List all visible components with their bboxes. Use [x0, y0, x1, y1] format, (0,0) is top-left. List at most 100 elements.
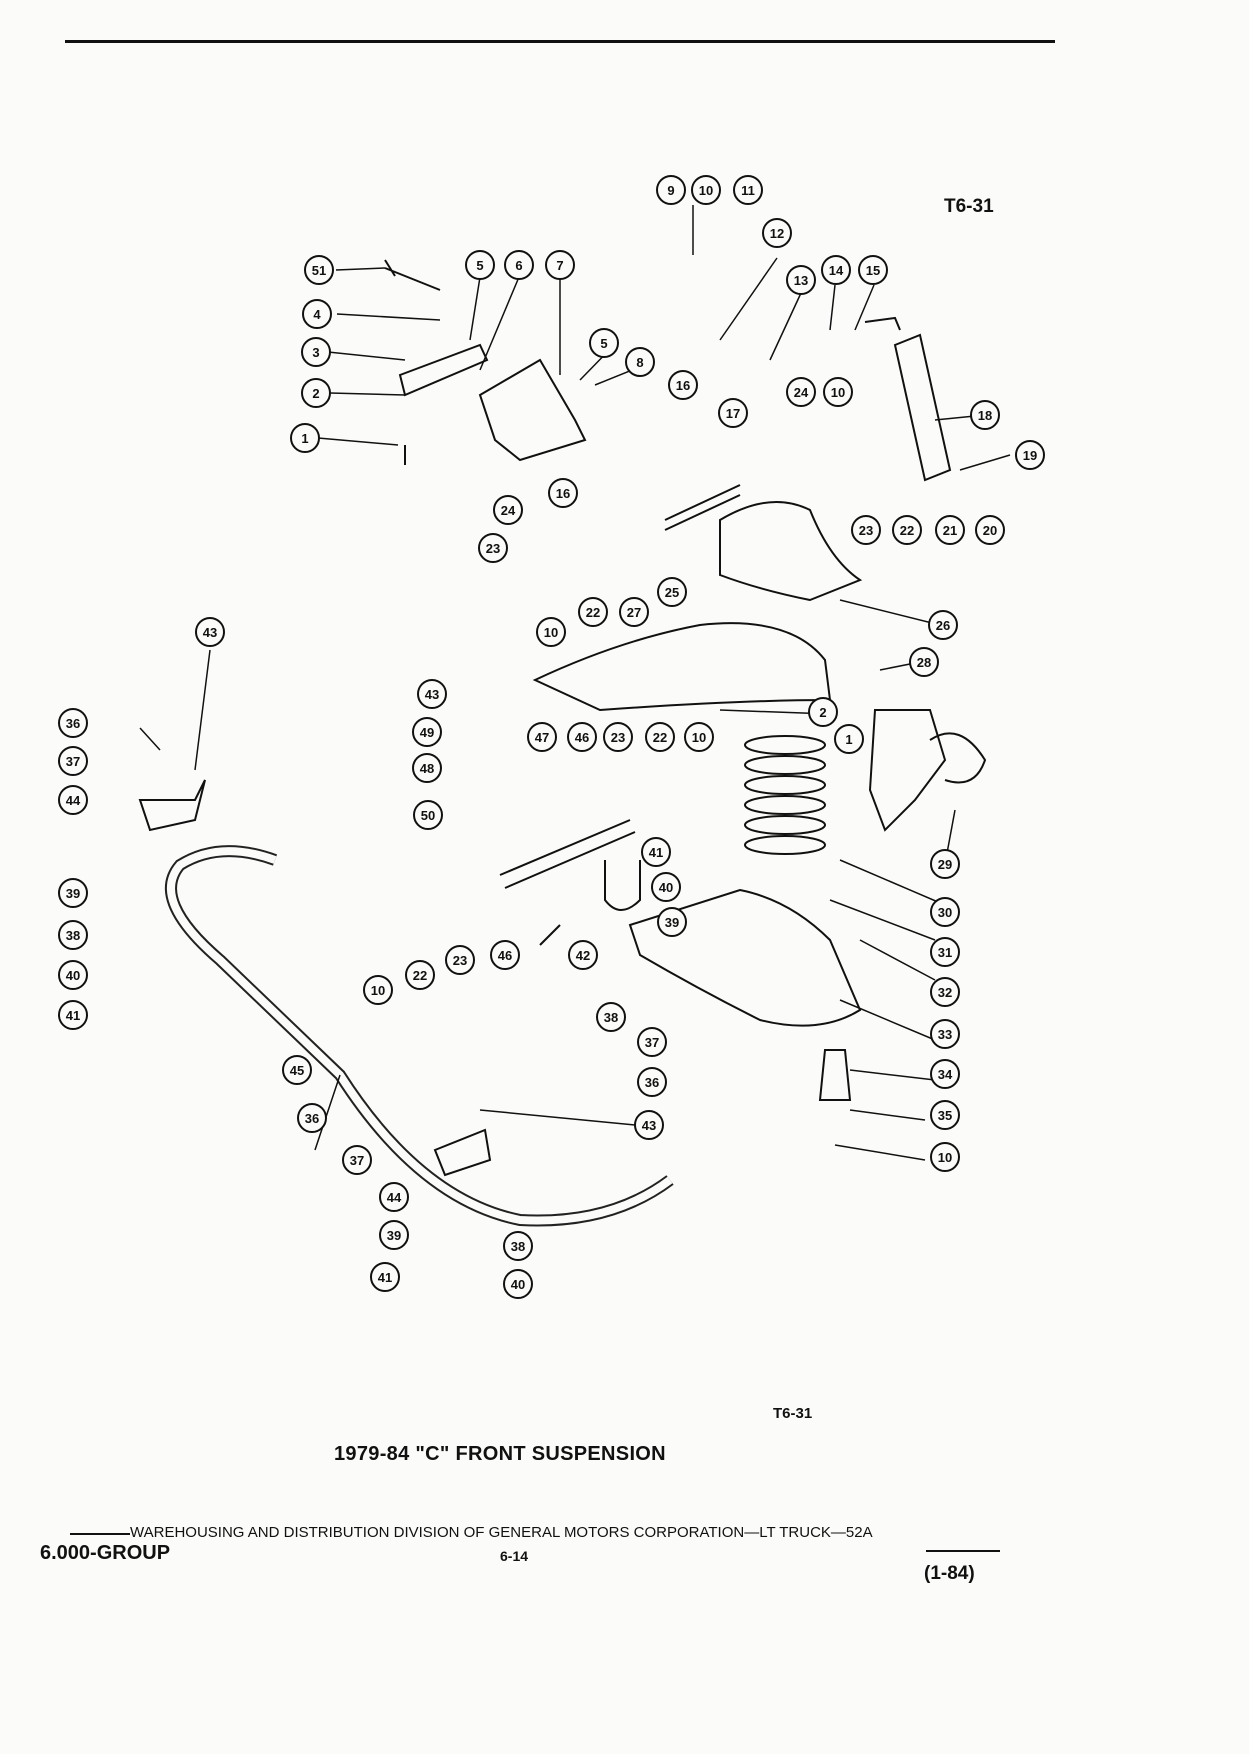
callout-10: 10	[930, 1142, 960, 1172]
callout-number: 51	[312, 263, 326, 278]
callout-circle	[821, 255, 851, 285]
shock-upper-stem	[864, 316, 901, 331]
callout-31: 31	[930, 937, 960, 967]
callout-27: 27	[619, 597, 649, 627]
callout-45: 45	[282, 1055, 312, 1085]
callout-23: 23	[603, 722, 633, 752]
steering-knuckle	[868, 709, 947, 832]
callout-39: 39	[58, 878, 88, 908]
bolt-51	[384, 259, 441, 291]
callout-38: 38	[503, 1231, 533, 1261]
callout-circle	[297, 1103, 327, 1133]
callout-5: 5	[465, 250, 495, 280]
figure-caption: 1979-84 "C" FRONT SUSPENSION	[334, 1443, 666, 1465]
callout-1: 1	[834, 724, 864, 754]
callout-6: 6	[504, 250, 534, 280]
callout-number: 39	[665, 915, 679, 930]
spindle	[929, 732, 987, 784]
callout-33: 33	[930, 1019, 960, 1049]
callout-circle	[417, 679, 447, 709]
callout-number: 10	[544, 625, 558, 640]
callout-40: 40	[58, 960, 88, 990]
callout-46: 46	[567, 722, 597, 752]
callout-18: 18	[970, 400, 1000, 430]
callout-number: 10	[831, 385, 845, 400]
footer-group-label: 6.000-GROUP	[40, 1542, 171, 1564]
callout-number: 22	[413, 968, 427, 983]
callout-circle	[58, 785, 88, 815]
callout-number: 16	[556, 486, 570, 501]
callout-circle	[930, 1059, 960, 1089]
callout-16: 16	[668, 370, 698, 400]
callout-number: 10	[371, 983, 385, 998]
callout-number: 22	[653, 730, 667, 745]
callout-circle	[548, 478, 578, 508]
callout-number: 40	[511, 1277, 525, 1292]
callout-circle	[930, 1019, 960, 1049]
callout-number: 19	[1023, 448, 1037, 463]
callout-circle	[657, 577, 687, 607]
callout-11: 11	[733, 175, 763, 205]
callout-circle	[656, 175, 686, 205]
callout-number: 36	[645, 1075, 659, 1090]
callout-circle	[619, 597, 649, 627]
callout-circle	[412, 717, 442, 747]
callout-number: 46	[575, 730, 589, 745]
callout-40: 40	[503, 1269, 533, 1299]
callout-35: 35	[930, 1100, 960, 1130]
callout-number: 2	[819, 705, 826, 720]
callout-number: 48	[420, 761, 434, 776]
callout-circle	[668, 370, 698, 400]
callout-number: 40	[66, 968, 80, 983]
callout-38: 38	[596, 1002, 626, 1032]
callout-number: 7	[556, 258, 563, 273]
callout-41: 41	[641, 837, 671, 867]
callout-circle	[892, 515, 922, 545]
callout-circle	[379, 1220, 409, 1250]
callout-number: 28	[917, 655, 931, 670]
callout-37: 37	[637, 1027, 667, 1057]
callout-number: 25	[665, 585, 679, 600]
callout-number: 41	[66, 1008, 80, 1023]
lower-control-arm	[628, 888, 862, 1027]
lower-pivot-shaft	[499, 819, 636, 889]
callout-circle	[58, 708, 88, 738]
callout-number: 23	[486, 541, 500, 556]
callout-circle	[58, 878, 88, 908]
callout-number: 24	[501, 503, 516, 518]
callout-number: 2	[312, 386, 319, 401]
callout-circle	[930, 1142, 960, 1172]
callout-number: 3	[312, 345, 319, 360]
callout-circle	[290, 423, 320, 453]
callout-number: 6	[515, 258, 522, 273]
callout-number: 12	[770, 226, 784, 241]
callout-number: 23	[859, 523, 873, 538]
callout-circle	[58, 920, 88, 950]
callout-number: 16	[676, 378, 690, 393]
callout-37: 37	[342, 1145, 372, 1175]
callout-circle	[413, 800, 443, 830]
callout-circle	[493, 495, 523, 525]
callout-34: 34	[930, 1059, 960, 1089]
callout-circle	[282, 1055, 312, 1085]
callout-circle	[930, 1100, 960, 1130]
callout-circle	[691, 175, 721, 205]
callout-circle	[823, 377, 853, 407]
callout-circle	[545, 250, 575, 280]
callout-number: 49	[420, 725, 434, 740]
frame-crossmember	[532, 622, 832, 712]
footer-date-code: (1-84)	[924, 1563, 975, 1584]
header-ref-code: T6-31	[944, 196, 994, 217]
callout-number: 4	[313, 307, 321, 322]
upper-shim-plate	[398, 343, 489, 397]
callout-circle	[930, 897, 960, 927]
callout-number: 45	[290, 1063, 304, 1078]
callout-44: 44	[379, 1182, 409, 1212]
callout-22: 22	[645, 722, 675, 752]
callout-circle	[567, 722, 597, 752]
callout-24: 24	[786, 377, 816, 407]
callout-circle	[412, 753, 442, 783]
callout-46: 46	[490, 940, 520, 970]
callout-number: 5	[476, 258, 483, 273]
callout-circle	[363, 975, 393, 1005]
